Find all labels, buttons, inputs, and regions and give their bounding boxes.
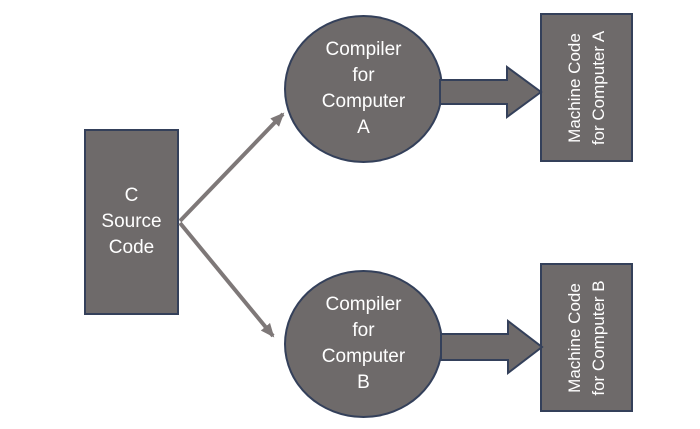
node-machine-code-b-label: Machine Code for Computer B [564, 279, 608, 396]
node-c-source-code-label: C Source Code [101, 185, 162, 258]
node-c-source-code: C Source Code [84, 129, 179, 315]
node-machine-code-a: Machine Code for Computer A [540, 13, 633, 162]
node-compiler-b: Compiler for Computer B [284, 270, 443, 418]
arrow-compiler-b-to-machine-b [440, 318, 544, 376]
node-machine-code-a-label: Machine Code for Computer A [564, 30, 608, 145]
arrow-source-to-compiler-a [178, 112, 285, 223]
node-compiler-a: Compiler for Computer A [284, 15, 443, 163]
arrow-compiler-a-to-machine-a [439, 65, 543, 119]
node-machine-code-b: Machine Code for Computer B [540, 263, 633, 412]
node-compiler-b-label: Compiler for Computer B [321, 294, 406, 393]
node-compiler-a-label: Compiler for Computer A [321, 39, 406, 138]
arrow-source-to-compiler-b [178, 221, 275, 338]
